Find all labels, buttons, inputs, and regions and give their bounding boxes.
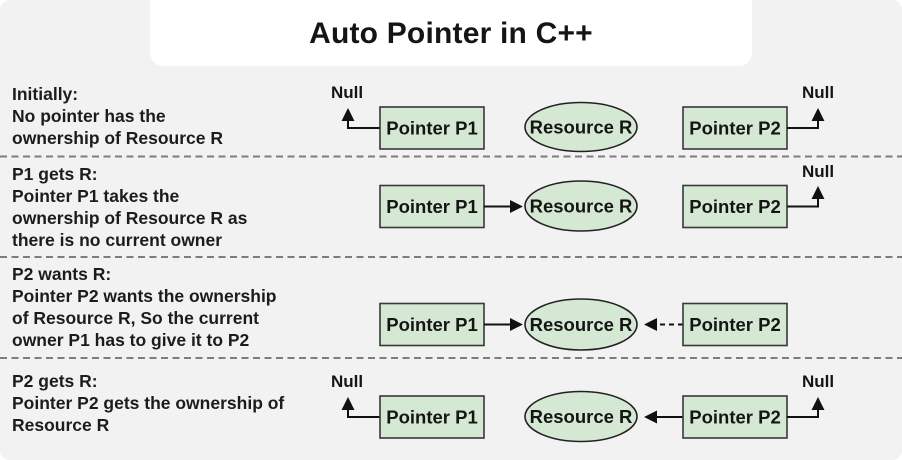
text-line: Initially: — [12, 84, 79, 104]
text-line: of Resource R, So the current — [12, 308, 259, 328]
p1-null-arrow — [341, 108, 380, 129]
null-text: Null — [331, 83, 363, 102]
pointer-p2-label: Pointer P2 — [689, 118, 781, 139]
resource-r-node — [524, 298, 638, 351]
pointer-p1-label: Pointer P1 — [386, 196, 478, 217]
text-line: ownership of Resource R as — [12, 208, 248, 228]
p2-null-arrow — [787, 108, 825, 129]
null-text: Null — [802, 162, 834, 181]
null-text: Null — [802, 83, 834, 102]
pointer-p2-label: Pointer P2 — [689, 196, 781, 217]
text-line: Pointer P1 takes the — [12, 186, 180, 206]
step-text-p2-gets-r: P2 gets R: Pointer P2 gets the ownership… — [12, 370, 284, 436]
p2-null-arrow — [787, 186, 825, 208]
pointer-p2-node — [682, 106, 788, 150]
pointer-p1-label: Pointer P1 — [386, 407, 478, 428]
text-line: Resource R — [12, 415, 110, 435]
page-title: Auto Pointer in C++ — [309, 17, 593, 50]
resource-r-label: Resource R — [530, 406, 633, 427]
text-line: Pointer P2 gets the ownership of — [12, 393, 285, 413]
null-text: Null — [331, 372, 363, 391]
pointer-p1-node — [379, 106, 485, 150]
pointer-p1-label: Pointer P1 — [386, 118, 478, 139]
pointer-p2-label: Pointer P2 — [689, 407, 781, 428]
pointer-p2-node — [682, 395, 788, 439]
resource-r-node — [524, 180, 638, 232]
resource-r-node — [524, 101, 638, 153]
text-line: ownership of Resource R — [12, 128, 224, 148]
text-line: P1 gets R: — [12, 164, 98, 184]
title-card: Auto Pointer in C++ — [150, 0, 752, 66]
p1-null-arrow — [341, 397, 380, 418]
resource-r-label: Resource R — [530, 196, 633, 217]
text-line: owner P1 has to give it to P2 — [12, 330, 250, 350]
pointer-p1-label: Pointer P1 — [386, 314, 478, 335]
pointer-p2-node — [682, 302, 788, 347]
row-3-p2-wants-r-diagram: Pointer P1 Resource R Pointer P2 — [379, 298, 788, 351]
row-4-p2-gets-r-diagram: Null Pointer P1 Resource R Pointer P2 Nu… — [331, 372, 834, 443]
resource-r-node — [524, 390, 638, 443]
pointer-p1-node — [379, 395, 485, 439]
step-text-initially: Initially: No pointer has the ownership … — [12, 83, 223, 149]
text-line: P2 gets R: — [12, 371, 98, 391]
row-1-initially-diagram: Null Pointer P1 Resource R Pointer P2 Nu… — [331, 83, 834, 153]
step-text-p2-wants-r: P2 wants R: Pointer P2 wants the ownersh… — [12, 263, 277, 351]
row-2-p1-gets-r-diagram: Pointer P1 Resource R Pointer P2 Null — [379, 162, 834, 232]
step-text-p1-gets-r: P1 gets R: Pointer P1 takes the ownershi… — [12, 163, 247, 251]
resource-r-label: Resource R — [530, 314, 633, 335]
pointer-p2-label: Pointer P2 — [689, 314, 781, 335]
text-line: P2 wants R: — [12, 264, 112, 284]
text-line: there is no current owner — [12, 230, 223, 250]
pointer-p2-node — [682, 184, 788, 229]
resource-r-label: Resource R — [530, 117, 633, 138]
text-line: No pointer has the — [12, 106, 166, 126]
p2-null-arrow — [787, 397, 825, 418]
null-text: Null — [802, 372, 834, 391]
text-line: Pointer P2 wants the ownership — [12, 286, 277, 306]
